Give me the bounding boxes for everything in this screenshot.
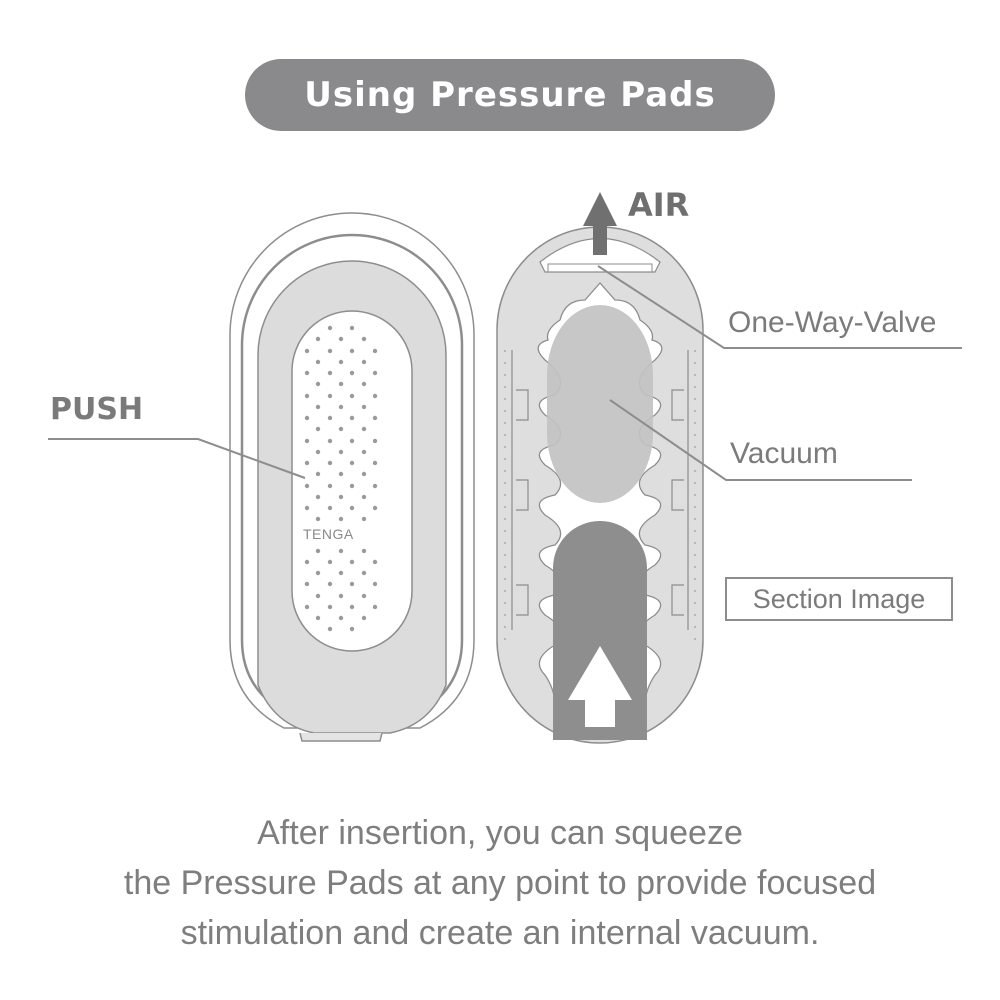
section-image-label: Section Image xyxy=(725,577,953,621)
caption-line: the Pressure Pads at any point to provid… xyxy=(123,864,877,902)
vacuum-region xyxy=(547,305,653,503)
push-leader-line xyxy=(48,438,306,479)
air-label: AIR xyxy=(628,186,690,224)
insertion-shape xyxy=(553,521,647,740)
caption-line: After insertion, you can squeeze xyxy=(257,814,743,852)
push-label: PUSH xyxy=(50,392,144,427)
section-image-text: Section Image xyxy=(752,583,926,614)
vacuum-leader-line xyxy=(609,399,912,481)
vacuum-label: Vacuum xyxy=(730,437,838,470)
caption-line: stimulation and create an internal vacuu… xyxy=(180,914,820,952)
pressure-pad-dots xyxy=(304,325,378,632)
one-way-valve-label: One-Way-Valve xyxy=(728,306,937,339)
up-arrow-icon xyxy=(583,192,617,255)
title-pill: Using Pressure Pads xyxy=(245,59,775,131)
device-exterior xyxy=(229,212,475,742)
valve-leader-line xyxy=(597,265,962,349)
page-title: Using Pressure Pads xyxy=(304,75,716,115)
caption: After insertion, you can squeeze the Pre… xyxy=(0,808,1000,958)
brand-logo: TENGA xyxy=(303,526,354,542)
up-arrow-icon xyxy=(568,646,632,727)
